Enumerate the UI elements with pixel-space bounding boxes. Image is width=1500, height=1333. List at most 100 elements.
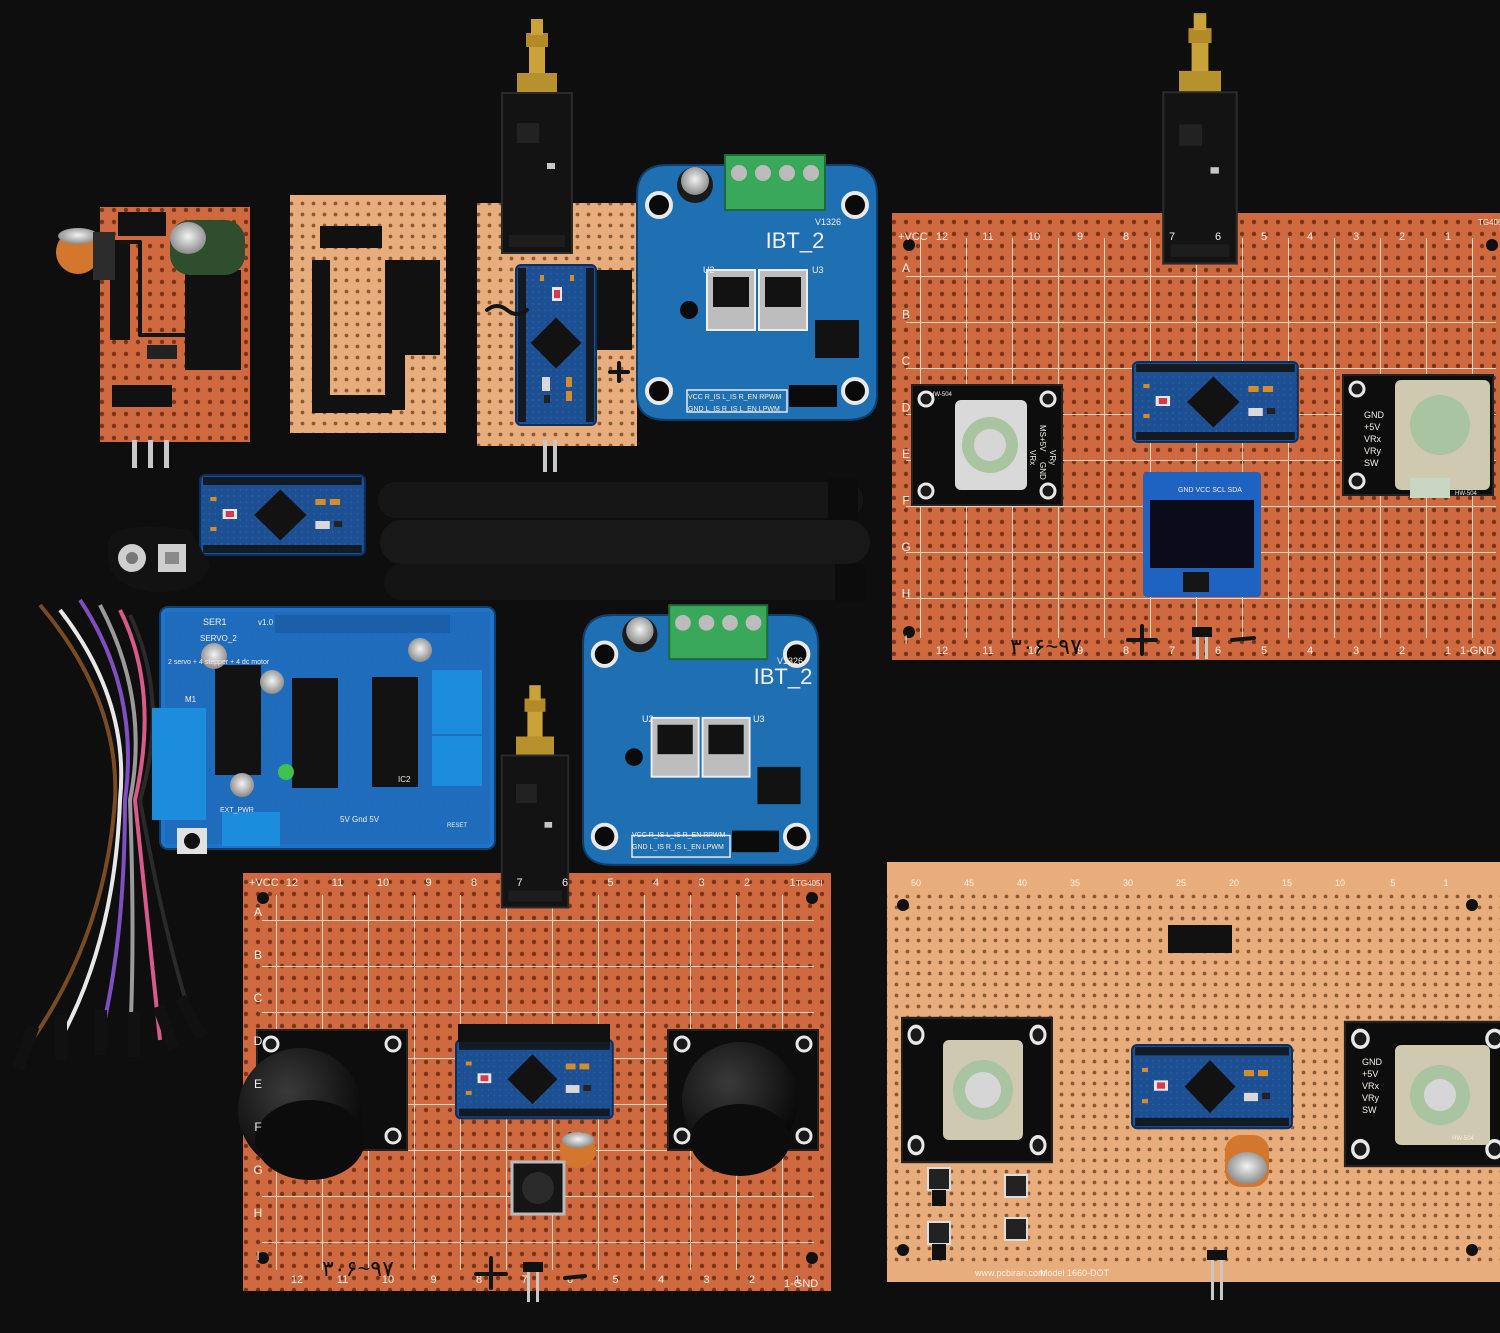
pbl-col-top-1: 11 [332,877,343,889]
pbl-col-bottom-10: 2 [749,1274,755,1286]
arduino-pro-mini-loose [198,473,366,557]
oled-pins: GND VCC SCL SDA [1178,487,1242,494]
pbl-col-top-7: 5 [607,877,613,889]
ibt2-bottom-u2: U2 [642,714,654,724]
joystick-top-left-pin-3: VRx [1028,450,1037,465]
ptr-row-0: A [902,261,910,275]
motor-shield-ser1: SER1 [203,617,227,627]
oled-display [1143,472,1261,597]
pbl-row-7: H [254,1206,263,1220]
pbl-minus-sign [563,1274,587,1280]
ptr-gnd: 1-GND [1460,645,1494,657]
joystick-bottom-right-pin-2: +5V [1362,1069,1378,1079]
pbl-row-3: D [254,1034,263,1048]
radio-module-top-right [1162,12,1238,265]
joystick-bottom-right-pin-4: VRy [1362,1093,1380,1103]
joystick-top-right-pin-4: VRy [1364,446,1382,456]
motor-shield-servo: SERVO_2 [200,634,237,643]
ibt2-driver-bottom [581,603,821,867]
push-buttons-bottom-right [927,1167,1028,1260]
joystick-top-left-pin-4: VRy [1048,450,1057,465]
pbr-footer-model: Model 1660-DOT [1040,1268,1110,1278]
pbr-col-5: 25 [1176,878,1186,888]
pbl-col-top-3: 9 [425,877,431,889]
pbl-row-2: C [254,991,263,1005]
small-perfboard-2 [290,195,446,433]
ptr-col-bottom-4: 8 [1123,645,1129,657]
ptr-col-top-7: 5 [1261,231,1267,243]
pbr-col-6: 20 [1229,878,1239,888]
pbl-col-bottom-9: 3 [703,1274,709,1286]
ibt2-bottom-pins-row2: GND L_IS R_IS L_EN LPWM [632,844,724,851]
joystick-top-right-model: HW-504 [1455,491,1478,497]
capacitor-bottom-left [560,1132,596,1168]
ptr-col-bottom-9: 3 [1353,645,1359,657]
pbl-col-bottom-3: 9 [430,1274,436,1286]
ptr-col-bottom-11: 1 [1445,645,1451,657]
ptr-col-top-3: 9 [1077,231,1083,243]
joystick-top-left-pin-2: +5V [1038,437,1047,452]
pbl-col-bottom-8: 4 [658,1274,664,1286]
ptr-col-top-5: 7 [1169,231,1175,243]
antennas [378,478,870,602]
ptr-row-2: C [902,354,911,368]
motor-shield-m1: M1 [185,695,197,704]
small-perfboard-1 [56,207,250,468]
radio-module-center [500,684,570,909]
pbl-handwriting: ۳۰۶~۹۷ [322,1256,394,1281]
ptr-col-top-11: 1 [1445,231,1451,243]
pbl-plus-sign [474,1256,508,1290]
ptr-row-8: I [904,633,907,647]
motor-shield [152,606,496,854]
battery-clip [108,526,210,593]
ptr-row-6: G [901,540,910,554]
joystick-module-bottom-right-left [900,1016,1054,1164]
ptr-row-3: D [902,401,911,415]
ibt2-top-pins-row2: GND L_IS R_IS L_EN LPWM [688,406,780,413]
pbl-vcc: +VCC [249,877,279,889]
joystick-top-right-pin-3: VRx [1364,434,1382,444]
joystick-bottom-right-pin-1: GND [1362,1057,1383,1067]
pbl-col-bottom-0: 12 [291,1274,303,1286]
ptr-col-bottom-5: 7 [1169,645,1175,657]
pbr-col-1: 45 [964,878,974,888]
joystick-module-bottom-right-right [1343,1020,1500,1168]
ptr-col-top-1: 11 [982,231,993,243]
pbr-col-2: 40 [1017,878,1027,888]
ptr-col-top-8: 4 [1307,231,1313,243]
ptr-col-bottom-8: 4 [1307,645,1313,657]
joystick-top-right-pin-5: SW [1364,458,1379,468]
ibt2-bottom-label: IBT_2 [754,664,813,689]
ptr-row-4: E [902,447,910,461]
ibt2-bottom-u3: U3 [753,714,765,724]
ptr-col-top-4: 8 [1123,231,1129,243]
radio-module-top-center [501,18,573,254]
ptr-col-top-6: 6 [1215,231,1221,243]
pbl-row-1: B [254,948,262,962]
joystick-top-right-pin-1: GND [1364,410,1385,420]
ptr-minus-sign [1230,636,1256,642]
arduino-bottom-right [1130,1043,1294,1130]
pbl-col-top-11: 1 [789,877,795,889]
joystick-bottom-right-pin-5: SW [1362,1105,1377,1115]
pbl-col-bottom-1: 11 [337,1274,348,1286]
motor-shield-ic2: IC2 [398,775,411,784]
pbr-col-3: 35 [1070,878,1080,888]
ibt2-top-label: IBT_2 [766,228,825,253]
ptr-col-bottom-10: 2 [1399,645,1405,657]
push-button-bottom-left [510,1160,566,1216]
joystick-top-left-pin-1: MS [1038,425,1047,437]
ptr-handwriting: ۳۰۶~۹۷ [1010,634,1082,659]
joystick-module-top-right [1341,373,1495,498]
ptr-col-bottom-6: 6 [1215,645,1221,657]
pbl-col-top-2: 10 [377,877,389,889]
joystick-bottom-right-model: HW-504 [1452,1136,1475,1142]
ibt2-top-u2: U2 [703,265,715,275]
joystick-top-left-pin-5: GND [1038,462,1047,480]
